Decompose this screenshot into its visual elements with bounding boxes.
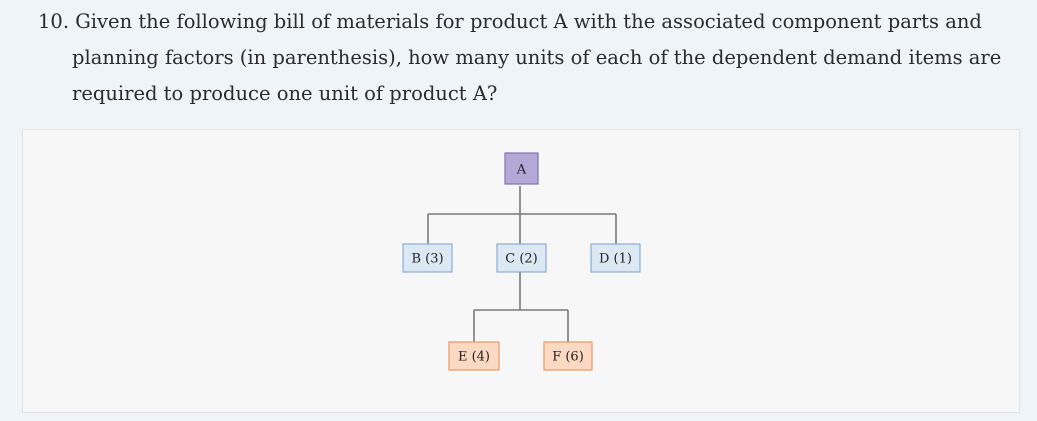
node-e: E (4) [448,341,500,371]
node-c-box [496,243,547,273]
node-d: D (1) [590,243,641,273]
node-e-box [448,341,500,371]
node-b: B (3) [402,243,453,273]
node-f-label: F (6) [552,350,584,365]
node-d-box [590,243,641,273]
bom-tree-diagram: A B (3) C (2) D (1) E (4) F (6) [402,152,641,371]
node-c: C (2) [496,243,547,273]
question-text: 10. Given the following bill of material… [38,4,1018,112]
node-f-box [543,341,593,371]
node-d-label: D (1) [599,252,632,267]
node-b-label: B (3) [411,252,443,267]
node-e-label: E (4) [458,350,490,365]
question-line-2: planning factors (in parenthesis), how m… [72,46,1002,69]
node-b-box [402,243,453,273]
node-f: F (6) [543,341,593,371]
node-a: A [504,152,539,185]
question-line-1: 10. Given the following bill of material… [38,10,982,33]
node-c-label: C (2) [505,252,538,267]
node-a-box [504,152,539,185]
bill-of-materials-figure: A B (3) C (2) D (1) E (4) F (6) [22,129,1020,413]
question-line-3: required to produce one unit of product … [72,82,498,105]
node-a-label: A [516,163,527,178]
